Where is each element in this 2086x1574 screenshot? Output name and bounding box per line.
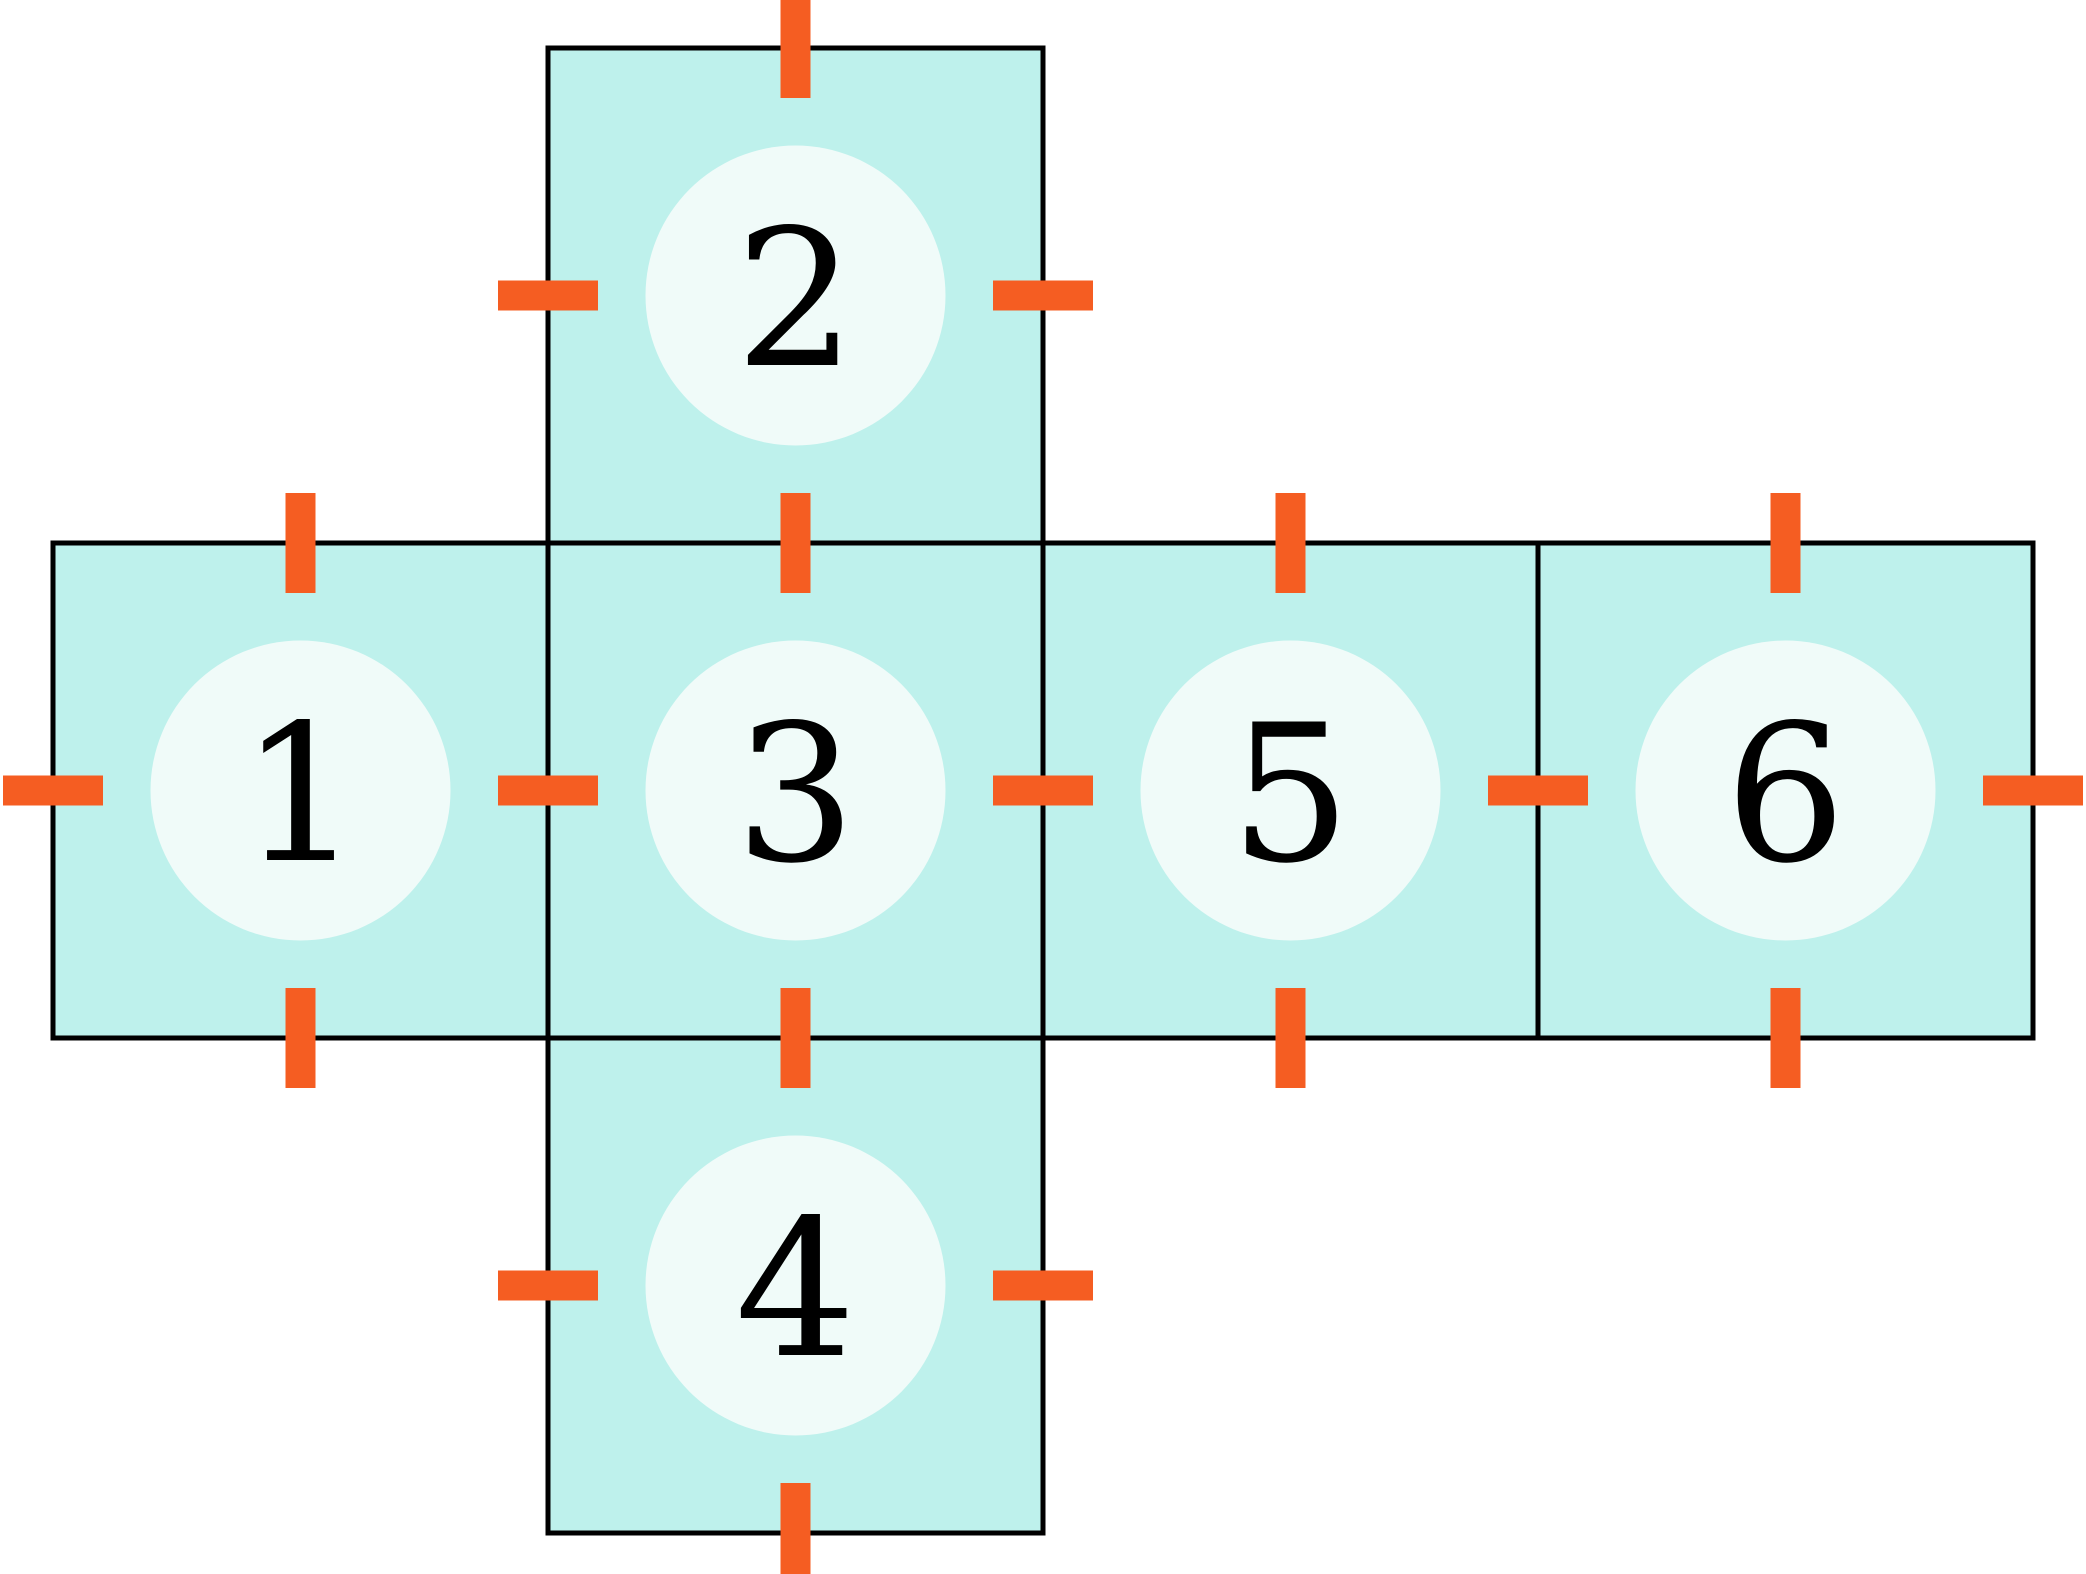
face-2: 2 xyxy=(545,45,1046,546)
tick-mark-face-3-top xyxy=(780,493,811,593)
face-disc xyxy=(1635,640,1936,941)
tick-mark-face-1-bottom xyxy=(285,988,316,1088)
face-disc xyxy=(150,640,451,941)
face-5: 5 xyxy=(1040,540,1541,1041)
face-number: 6 xyxy=(1725,684,1846,905)
face-6: 6 xyxy=(1535,540,2036,1041)
tick-mark-face-5-top xyxy=(1275,493,1306,593)
tick-mark-face-2-left xyxy=(498,280,598,311)
face-number: 4 xyxy=(735,1179,856,1400)
tick-mark-face-6-top xyxy=(1770,493,1801,593)
ticks-layer xyxy=(3,0,2083,1574)
tick-mark-face-2-top xyxy=(780,0,811,98)
tick-mark-face-4-top xyxy=(780,988,811,1088)
tick-mark-face-4-right xyxy=(993,1270,1093,1301)
face-number: 2 xyxy=(735,189,856,410)
tick-mark-face-6-bottom xyxy=(1770,988,1801,1088)
tick-mark-face-5-left xyxy=(993,775,1093,806)
tick-mark-face-1-left xyxy=(3,775,103,806)
face-number: 3 xyxy=(735,684,856,905)
face-disc xyxy=(645,1135,946,1436)
tick-mark-face-6-right xyxy=(1983,775,2083,806)
face-3: 3 xyxy=(545,540,1046,1041)
tick-mark-face-1-top xyxy=(285,493,316,593)
face-disc xyxy=(645,640,946,941)
tick-mark-face-5-bottom xyxy=(1275,988,1306,1088)
faces-layer: 2 1 3 5 6 4 xyxy=(50,45,2036,1536)
tick-mark-face-4-left xyxy=(498,1270,598,1301)
tick-mark-face-3-left xyxy=(498,775,598,806)
face-disc xyxy=(645,145,946,446)
face-number: 5 xyxy=(1230,684,1351,905)
face-number: 1 xyxy=(240,684,361,905)
face-1: 1 xyxy=(50,540,551,1041)
tick-mark-face-2-right xyxy=(993,280,1093,311)
tick-mark-face-6-left xyxy=(1488,775,1588,806)
face-disc xyxy=(1140,640,1441,941)
tick-mark-face-4-bottom xyxy=(780,1483,811,1574)
face-4: 4 xyxy=(545,1035,1046,1536)
